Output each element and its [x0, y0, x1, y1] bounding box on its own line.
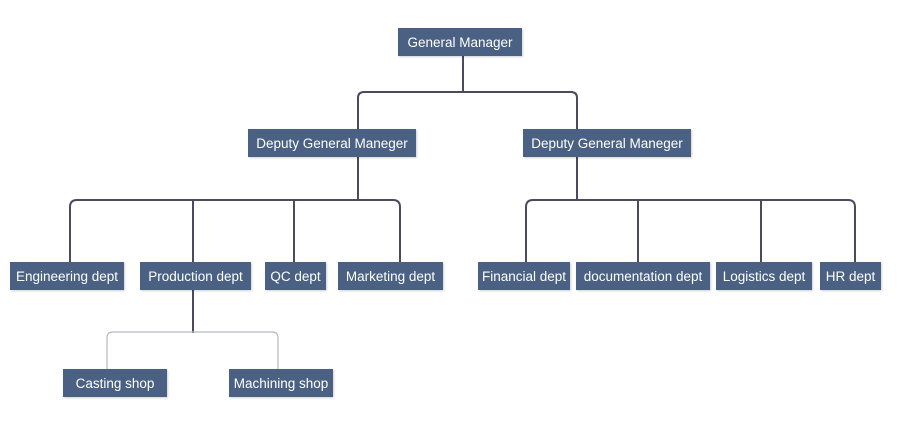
node-deputy-general-manager-left[interactable]: Deputy General Maneger [248, 129, 416, 157]
connector-right-deputy-branch [525, 155, 856, 276]
node-qc-dept[interactable]: QC dept [265, 262, 326, 290]
node-casting-shop[interactable]: Casting shop [63, 369, 167, 397]
node-general-manager[interactable]: General Manager [398, 28, 522, 56]
node-marketing-dept[interactable]: Marketing dept [338, 262, 443, 290]
connector-left-deputy-branch [69, 155, 401, 276]
node-deputy-general-manager-right[interactable]: Deputy General Maneger [523, 129, 691, 157]
node-logistics-dept[interactable]: Logistics dept [716, 262, 812, 290]
node-production-dept[interactable]: Production dept [140, 262, 251, 290]
connector-production-shops [106, 331, 279, 382]
connector-gm-to-deputies [357, 54, 578, 143]
node-financial-dept[interactable]: Financial dept [478, 262, 570, 290]
node-engineering-dept[interactable]: Engineering dept [10, 262, 124, 290]
node-machining-shop[interactable]: Machining shop [229, 369, 333, 397]
node-documentation-dept[interactable]: documentation dept [576, 262, 710, 290]
node-hr-dept[interactable]: HR dept [820, 262, 881, 290]
